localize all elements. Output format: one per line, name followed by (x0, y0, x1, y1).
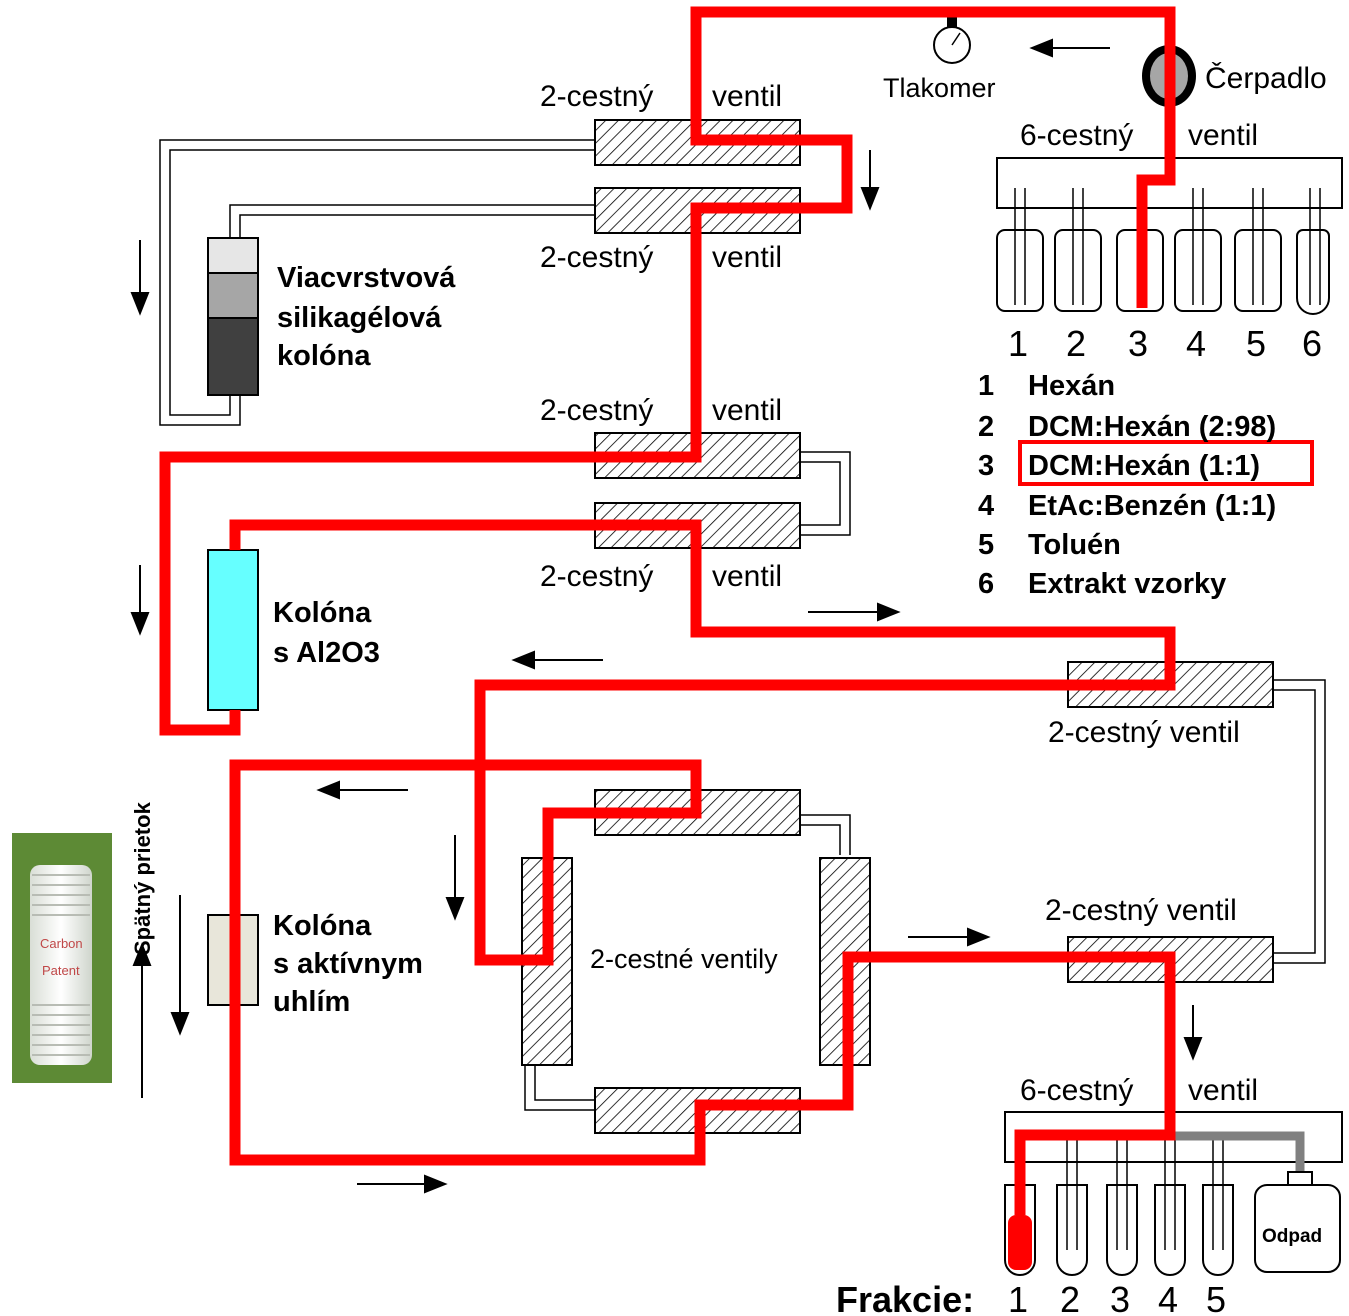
arrow-down-icon (132, 565, 148, 633)
valve-label-2b: ventil (712, 241, 782, 274)
solvent-numbers: 1 2 3 4 5 6 (1008, 323, 1322, 364)
valve-label-4b: ventil (712, 560, 782, 593)
valve-label-1a: 2-cestný (540, 80, 653, 113)
alumina-label-1: Kolóna (273, 597, 372, 629)
arrow-right-icon (808, 604, 898, 620)
six-way-label-top-b: ventil (1188, 119, 1258, 152)
valve-label-3a: 2-cestný (540, 394, 653, 427)
legend-solvent: Extrakt vzorky (1028, 568, 1226, 600)
pressure-gauge-icon (934, 18, 970, 63)
carbon-column-photo: Carbon Patent (12, 833, 112, 1083)
six-way-label-top-a: 6-cestný (1020, 119, 1133, 152)
legend-solvent: DCM:Hexán (1:1) (1028, 450, 1260, 482)
arrow-down-icon (172, 895, 188, 1033)
arrow-left-icon (319, 782, 408, 798)
backflow-label: Spätný prietok (130, 801, 155, 955)
valve-label-5: 2-cestný ventil (1048, 716, 1240, 749)
legend-solvent: Toluén (1028, 529, 1121, 561)
legend-number: 4 (978, 490, 994, 522)
pump-label: Čerpadlo (1205, 61, 1327, 95)
fraction-tubes (1005, 1185, 1233, 1275)
solvent-number: 1 (1008, 323, 1028, 364)
fractions-label: Frakcie: (836, 1279, 974, 1316)
legend-number: 2 (978, 411, 994, 443)
arrow-left-icon (1032, 40, 1110, 56)
valve-label-6: 2-cestný ventil (1045, 894, 1237, 927)
fractions-row: Frakcie: 1 2 3 4 5 (836, 1279, 1226, 1316)
silica-label-1: Viacvrstvová (277, 262, 456, 294)
alumina-label-2: s Al2O3 (273, 637, 380, 669)
legend-number: 3 (978, 450, 994, 482)
fraction-1-filled (1008, 1215, 1032, 1270)
solvent-number: 4 (1186, 323, 1206, 364)
fraction-number: 1 (1008, 1279, 1028, 1316)
arrow-up-icon (134, 945, 150, 1098)
legend-solvent: EtAc:Benzén (1:1) (1028, 490, 1276, 522)
arrow-down-icon (1185, 1005, 1201, 1058)
photo-label-line-1: Carbon (40, 936, 83, 951)
arrow-right-icon (357, 1176, 445, 1192)
valve-label-1b: ventil (712, 80, 782, 113)
carbon-label-2: s aktívnym (273, 948, 423, 980)
arrow-down-icon (862, 150, 878, 208)
silica-label-3: kolóna (277, 340, 371, 372)
pressure-gauge-label: Tlakomer (883, 73, 996, 103)
solvent-number: 5 (1246, 323, 1266, 364)
arrow-right-icon (908, 929, 988, 945)
carbon-label-3: uhlím (273, 986, 350, 1018)
fraction-number: 2 (1060, 1279, 1080, 1316)
solvent-number: 3 (1128, 323, 1148, 364)
fraction-number: 5 (1206, 1279, 1226, 1316)
photo-label-line-2: Patent (42, 963, 80, 978)
legend-solvent: Hexán (1028, 370, 1115, 402)
solvent-number: 6 (1302, 323, 1322, 364)
legend-number: 1 (978, 370, 994, 402)
valve-label-3b: ventil (712, 394, 782, 427)
silica-label-2: silikagélová (277, 302, 442, 334)
arrow-left-icon (514, 652, 603, 668)
solvent-number: 2 (1066, 323, 1086, 364)
legend-number: 5 (978, 529, 994, 561)
silica-column (208, 238, 258, 395)
legend-solvent: DCM:Hexán (2:98) (1028, 411, 1276, 443)
valve-label-2a: 2-cestný (540, 241, 653, 274)
fraction-number: 4 (1158, 1279, 1178, 1316)
valve-label-4a: 2-cestný (540, 560, 653, 593)
waste-label: Odpad (1262, 1226, 1322, 1247)
six-way-label-bottom-a: 6-cestný (1020, 1074, 1133, 1107)
carbon-label-1: Kolóna (273, 910, 372, 942)
solvent-bottles (997, 230, 1329, 314)
arrow-down-icon (447, 835, 463, 918)
six-way-label-bottom-b: ventil (1188, 1074, 1258, 1107)
column-labels: Viacvrstvová silikagélová kolóna Kolóna … (273, 262, 456, 1018)
valve-group-label: 2-cestné ventily (590, 944, 778, 974)
legend-number: 6 (978, 568, 994, 600)
fraction-number: 3 (1110, 1279, 1130, 1316)
arrow-down-icon (132, 240, 148, 313)
alumina-column (208, 550, 258, 710)
